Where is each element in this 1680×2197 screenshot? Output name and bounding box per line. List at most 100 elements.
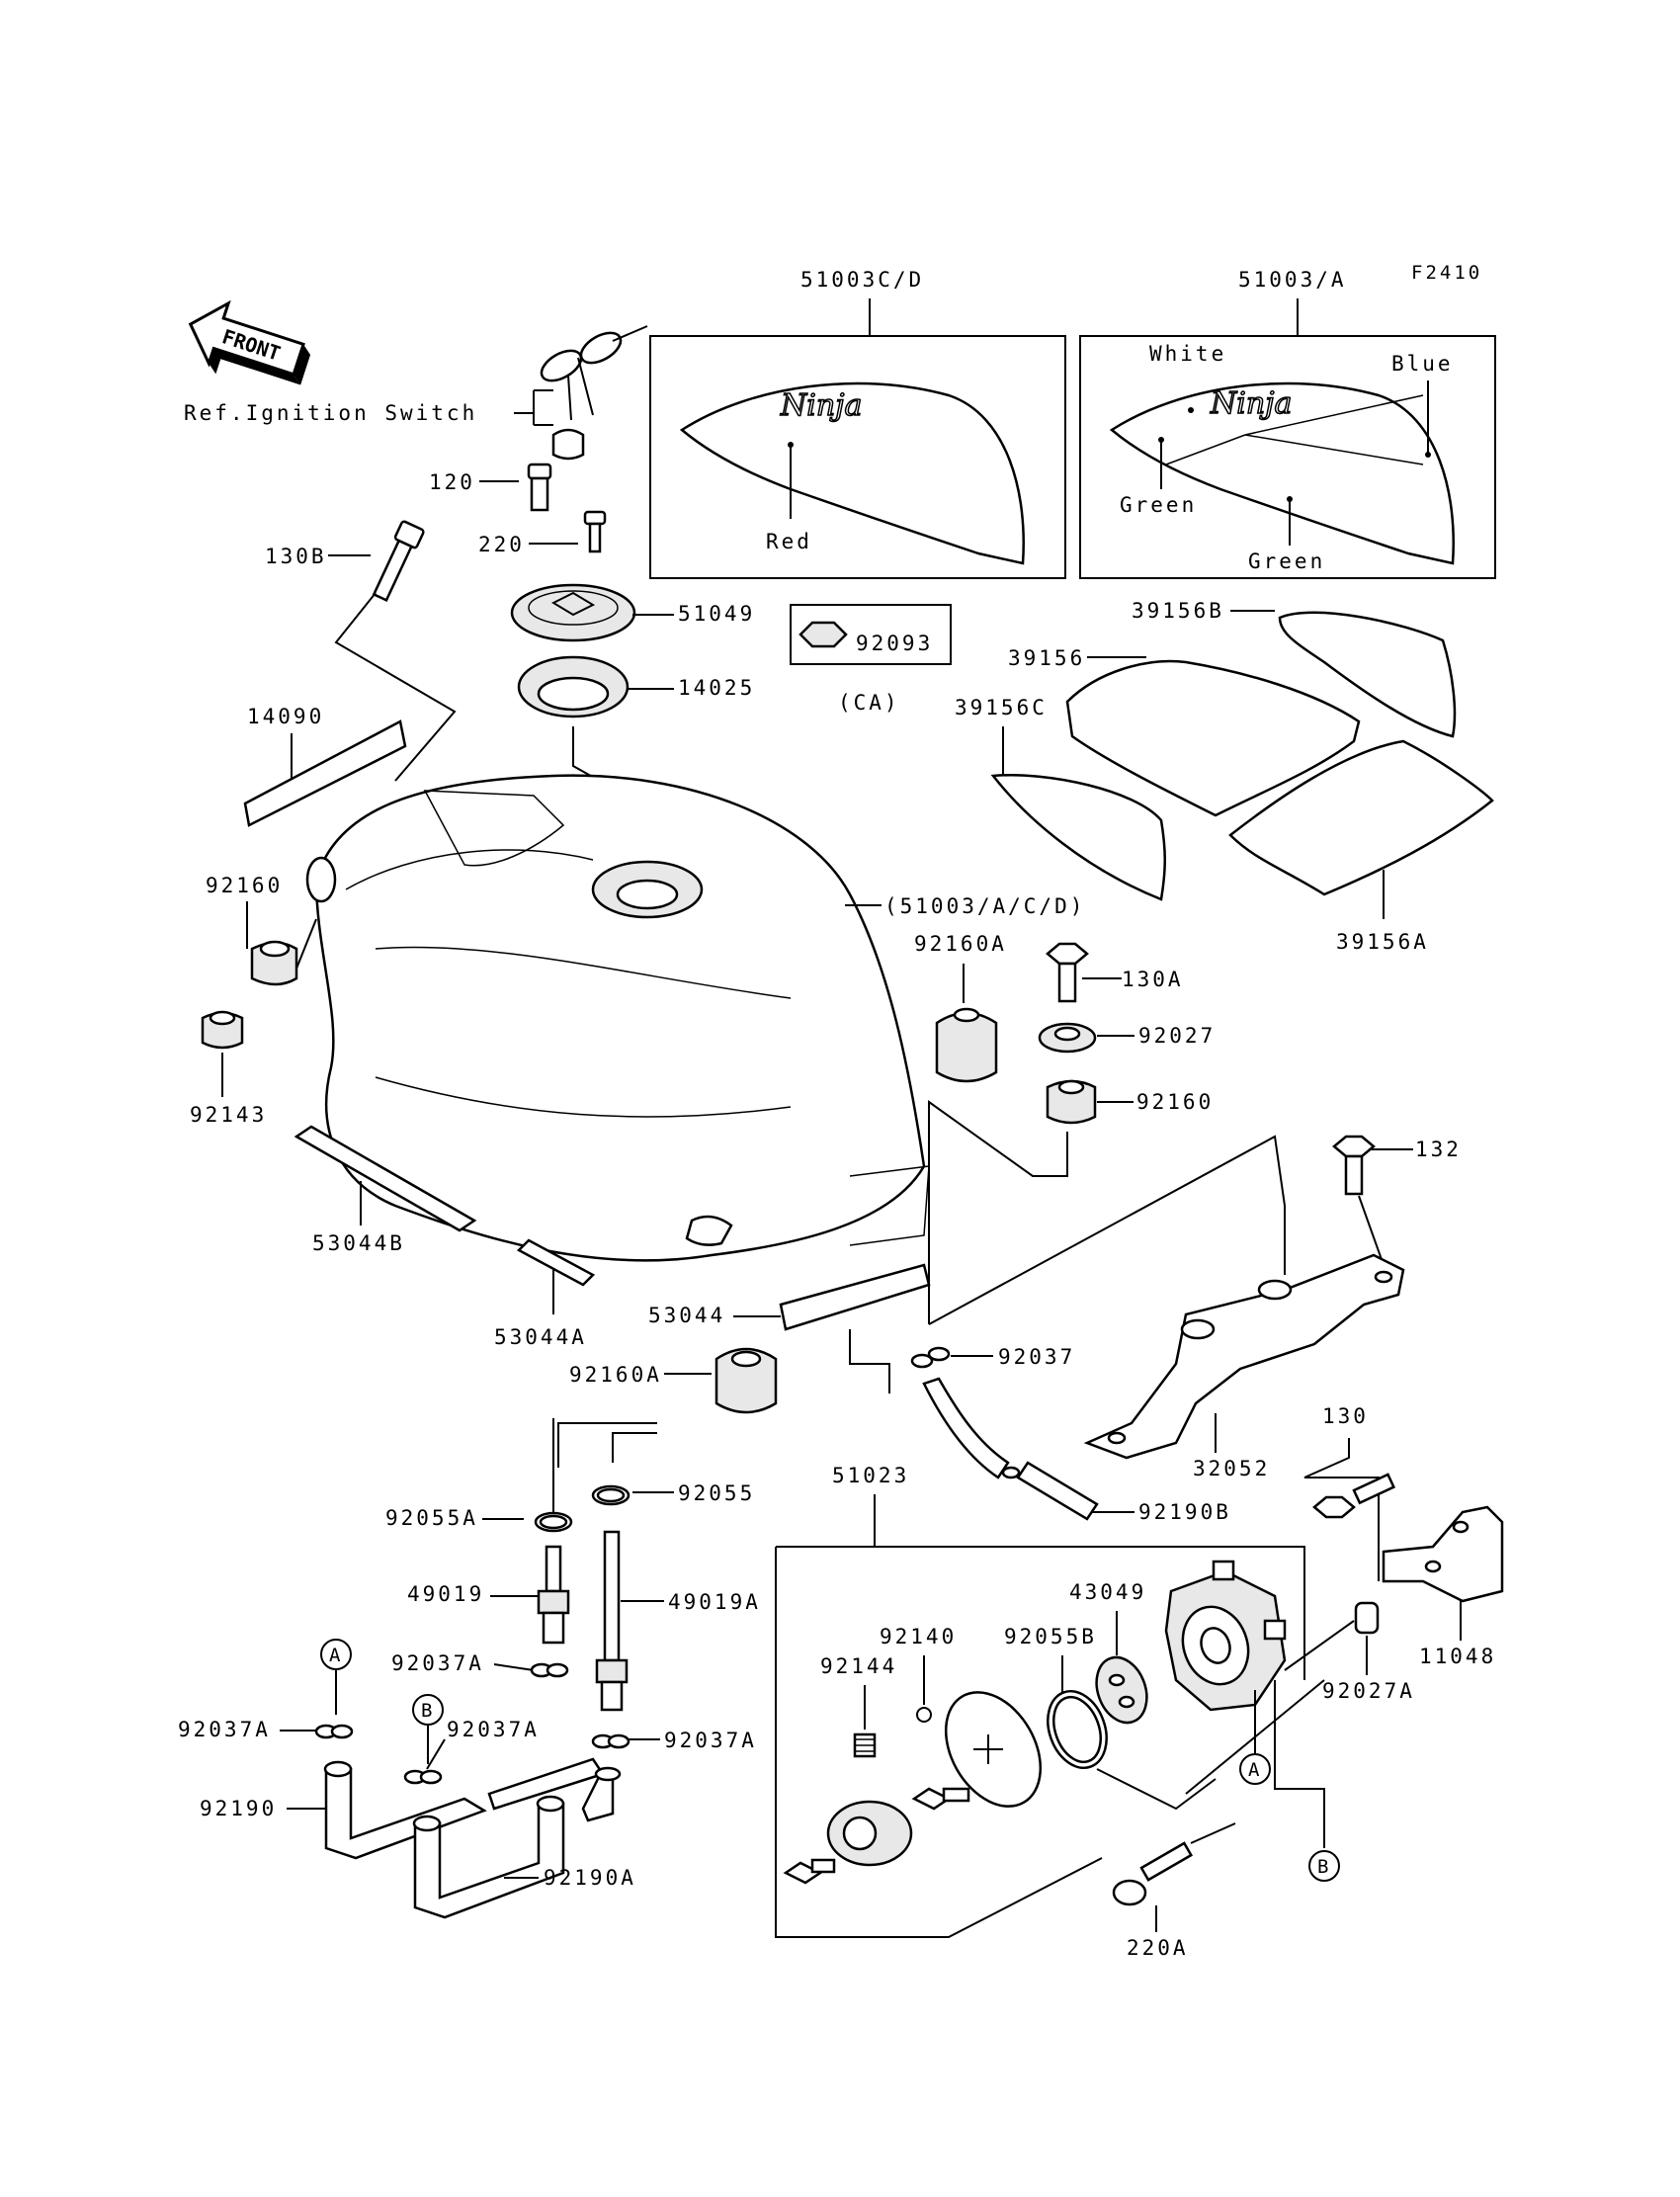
label-92160A-top: 92160A	[914, 932, 1007, 956]
label-39156: 39156	[1008, 646, 1085, 670]
label-92037-right: 92037	[998, 1345, 1075, 1369]
screw-valve-2-icon	[783, 1858, 836, 1885]
diagram-code: F2410	[1411, 262, 1482, 284]
label-51023: 51023	[832, 1464, 909, 1487]
tank-label: (51003/A/C/D)	[884, 894, 1085, 918]
marker-b-right-text: B	[1317, 1856, 1331, 1878]
cap-ring-14025-icon	[517, 655, 630, 718]
decal-a-color-green1: Green	[1120, 493, 1197, 517]
label-14090: 14090	[247, 705, 324, 728]
label-92160A-bottom: 92160A	[569, 1363, 662, 1387]
label-39156A: 39156A	[1336, 930, 1429, 954]
oring-92055B-icon	[1047, 1689, 1108, 1770]
pipe-49019A-icon	[595, 1530, 629, 1712]
lever-knob-icon	[826, 1800, 913, 1867]
spring-92144-icon	[853, 1732, 877, 1758]
hose-92190B-icon	[922, 1377, 1099, 1521]
decal-a-logo: Ninja	[1210, 386, 1292, 421]
ca-box	[790, 604, 952, 665]
oring-92055A-icon	[534, 1511, 573, 1533]
bracket-32052-icon	[1083, 1253, 1405, 1460]
label-92143: 92143	[190, 1103, 267, 1127]
bolt-130B-icon	[372, 520, 425, 602]
pad-39156A-icon	[1228, 739, 1494, 896]
marker-b-right	[1308, 1850, 1340, 1882]
collar-92143-icon	[201, 1010, 244, 1050]
clip-92037A-1-icon	[530, 1662, 569, 1678]
bolt-130-icon	[1312, 1473, 1396, 1519]
decal-a-color-white: White	[1149, 342, 1226, 366]
label-92055A: 92055A	[385, 1506, 478, 1530]
label-220A: 220A	[1127, 1936, 1189, 1960]
label-92140: 92140	[880, 1625, 957, 1648]
label-51003CD: 51003C/D	[800, 268, 924, 292]
label-92190B: 92190B	[1138, 1500, 1231, 1524]
damper-92160A-bottom-icon	[714, 1347, 778, 1414]
strip-53044A-icon	[516, 1238, 596, 1287]
label-92160-right: 92160	[1136, 1090, 1214, 1114]
fuel-cock-body-icon	[1164, 1560, 1287, 1712]
label-92027A: 92027A	[1322, 1679, 1415, 1703]
label-92055B: 92055B	[1004, 1625, 1097, 1648]
screw-220-icon	[583, 510, 607, 553]
decal-cd-box	[649, 335, 1066, 579]
label-32052: 32052	[1193, 1457, 1270, 1480]
label-92037A-2: 92037A	[178, 1718, 271, 1741]
label-14025: 14025	[678, 676, 755, 700]
label-49019A: 49019A	[668, 1590, 761, 1614]
marker-a-right-text: A	[1248, 1759, 1262, 1781]
label-49019: 49019	[407, 1582, 484, 1606]
front-arrow-icon: FRONT	[188, 299, 311, 385]
label-92037A-4: 92037A	[664, 1729, 757, 1752]
decal-cd-logo: Ninja	[780, 388, 862, 423]
label-92037A-3: 92037A	[447, 1718, 540, 1741]
pad-39156B-icon	[1278, 611, 1457, 738]
label-220: 220	[478, 533, 525, 556]
bolt-120-icon	[527, 463, 552, 512]
label-53044: 53044	[648, 1304, 725, 1327]
clip-92037A-4-icon	[591, 1733, 630, 1749]
label-92093: 92093	[856, 632, 933, 655]
decal-a-color-blue: Blue	[1391, 352, 1454, 376]
ignition-key-icon	[540, 325, 648, 461]
label-92144: 92144	[820, 1654, 897, 1678]
ca-note: (CA)	[838, 691, 900, 715]
label-92027: 92027	[1138, 1024, 1216, 1048]
label-53044B: 53044B	[312, 1231, 405, 1255]
label-92037A-1: 92037A	[391, 1651, 484, 1675]
label-43049: 43049	[1069, 1580, 1146, 1604]
pipe-49019-icon	[537, 1545, 570, 1645]
clip-92037-right-icon	[910, 1346, 951, 1369]
marker-a-left	[320, 1639, 352, 1670]
label-92190: 92190	[200, 1797, 277, 1820]
grommet-92160-left-icon	[250, 940, 298, 986]
label-53044A: 53044A	[494, 1325, 587, 1349]
marker-b-left-text: B	[421, 1700, 435, 1722]
fuel-cap-51049-icon	[510, 583, 636, 642]
decal-cd-color: Red	[766, 530, 812, 553]
screw-valve-1-icon	[911, 1787, 970, 1811]
marker-a-left-text: A	[329, 1645, 343, 1666]
label-92160-left: 92160	[206, 874, 283, 897]
damper-92160A-top-icon	[935, 1007, 998, 1083]
bolt-132-icon	[1332, 1135, 1376, 1196]
decal-a-tank-icon: Ninja	[1109, 381, 1455, 565]
clip-92037A-3-icon	[403, 1769, 443, 1785]
ball-92140-icon	[916, 1707, 932, 1723]
clip-92037A-2-icon	[314, 1724, 354, 1739]
marker-a-right	[1239, 1753, 1271, 1785]
oring-92055-icon	[591, 1484, 630, 1506]
collar-92027A-icon	[1354, 1601, 1380, 1635]
label-51049: 51049	[678, 602, 755, 626]
label-11048: 11048	[1419, 1645, 1496, 1668]
pad-39156C-icon	[990, 774, 1166, 901]
label-51003A: 51003/A	[1238, 268, 1347, 292]
valve-disc-icon	[944, 1691, 1043, 1808]
label-130A: 130A	[1122, 968, 1184, 991]
screw-220A-icon	[1112, 1841, 1194, 1906]
bracket-11048-icon	[1382, 1505, 1504, 1603]
label-120: 120	[429, 470, 475, 494]
marker-b-left	[412, 1694, 444, 1726]
label-92055: 92055	[678, 1481, 755, 1505]
